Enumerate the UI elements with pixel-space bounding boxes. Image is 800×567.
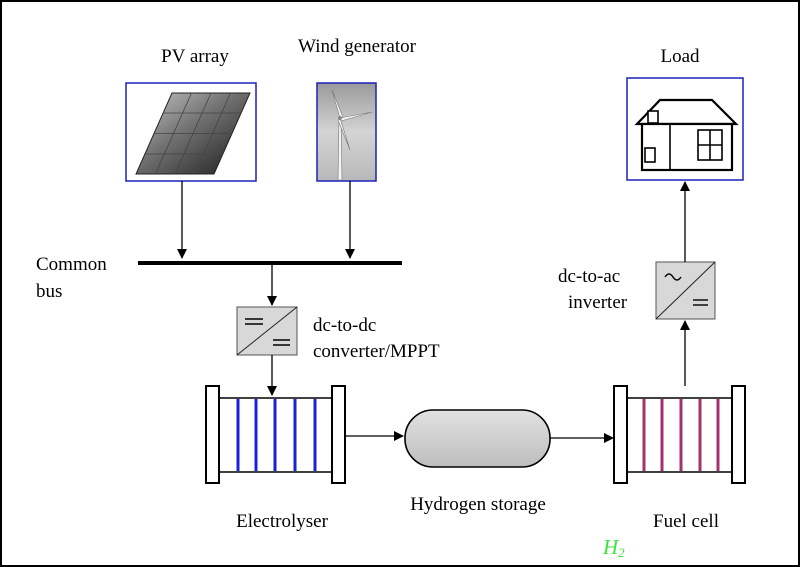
house-icon: [634, 98, 739, 172]
fuel-cell-stack: [613, 385, 746, 484]
dc-ac-label-line1: dc-to-ac: [558, 266, 621, 287]
pv-array-label: PV array: [161, 46, 229, 67]
h2-symbol: H2: [603, 535, 625, 561]
wind-generator-box: [316, 82, 377, 182]
electrolyser-stack: [205, 385, 346, 484]
electrolyser-label: Electrolyser: [236, 511, 328, 532]
wind-generator-label: Wind generator: [298, 36, 416, 57]
dc-ac-label-line2: inverter: [568, 292, 628, 313]
dc-dc-label-line2: converter/MPPT: [313, 341, 440, 362]
h2-letter: H: [603, 535, 619, 559]
pv-array-box: [125, 82, 257, 182]
hydrogen-storage-label: Hydrogen storage: [410, 494, 546, 515]
load-label: Load: [660, 46, 700, 67]
common-bus-label-line1: Common: [36, 254, 107, 275]
common-bus-label-line2: bus: [36, 281, 63, 302]
dc-dc-converter-box: [236, 306, 298, 356]
h2-subscript: 2: [618, 545, 625, 560]
dc-ac-inverter-box: [655, 261, 716, 320]
hydrogen-storage-tank: [404, 409, 551, 468]
fuel-cell-label: Fuel cell: [653, 511, 719, 532]
dc-dc-label-line1: dc-to-dc: [313, 315, 377, 336]
solar-panel-icon: [135, 92, 251, 175]
load-box: [626, 77, 744, 181]
wind-turbine-icon: [331, 89, 373, 181]
